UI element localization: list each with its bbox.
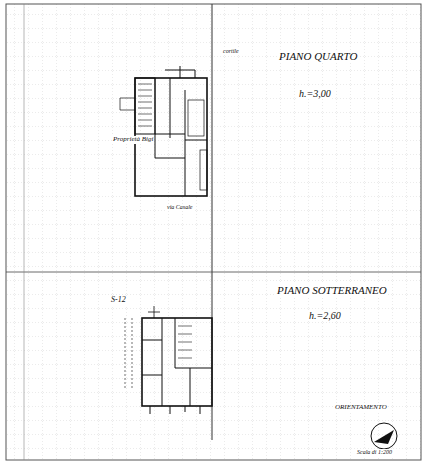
grid-background — [6, 4, 421, 460]
floor-title: PIANO SOTTERRANEO — [276, 284, 388, 296]
fourth-floor-plan — [120, 66, 207, 196]
floor-separator — [6, 272, 421, 273]
compass-rose — [371, 423, 397, 449]
compass-caption: ORIENTAMENTO — [334, 404, 388, 412]
sheet-border — [6, 4, 421, 460]
margin-line — [24, 4, 25, 460]
scale-note: Scala di 1:200 — [356, 449, 393, 456]
area-label: cortile — [222, 48, 240, 55]
basement-plan — [125, 306, 212, 414]
floor-title: PIANO QUARTO — [278, 50, 358, 62]
floor-height: h.=3,00 — [298, 88, 332, 99]
street-label: via Casale — [166, 204, 194, 211]
floor-height: h.=2,60 — [308, 310, 342, 321]
owner-label: Proprietà Bigi — [112, 136, 154, 144]
stair-code: S-12 — [110, 296, 127, 305]
